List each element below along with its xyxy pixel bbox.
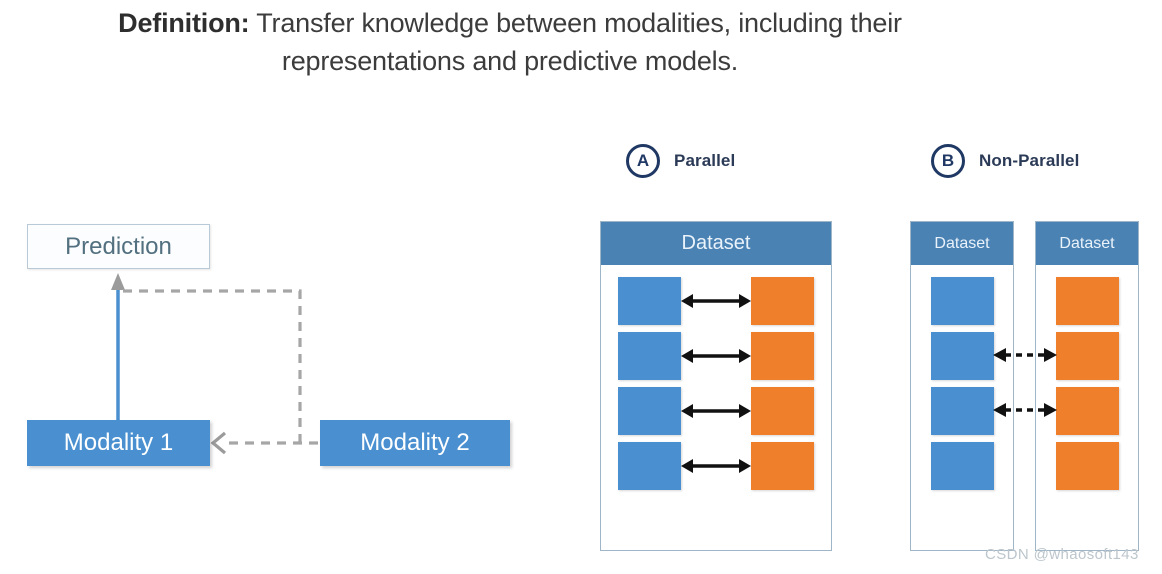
modality-2-box: Modality 2	[320, 420, 510, 466]
panel-a-right-cell	[751, 387, 814, 435]
panel-a-right-cell	[751, 332, 814, 380]
panel-a-left-cell	[618, 332, 681, 380]
panel-a-header: A Parallel	[626, 135, 735, 187]
modality-transfer-diagram: Prediction Modality 1 Modality 2	[0, 130, 560, 510]
panel-b-left-cell	[930, 277, 994, 325]
panel-a-dataset-header: Dataset	[601, 222, 831, 265]
modality-1-label: Modality 1	[63, 429, 174, 456]
modality-1-box: Modality 1	[27, 420, 210, 466]
panel-a-link-solid	[681, 442, 751, 490]
panel-b-dataset-header-left: Dataset	[911, 222, 1013, 265]
panel-b-right-cell	[1055, 387, 1119, 435]
panel-b-left-cell	[930, 442, 994, 490]
panel-b-left-cells	[911, 265, 1013, 502]
title-lead: Definition:	[118, 8, 250, 38]
panel-b-dataset-column-left: Dataset	[910, 221, 1014, 551]
panel-a-right-cell	[751, 442, 814, 490]
panel-b-right-cell	[1055, 277, 1119, 325]
panel-a-link-solid	[681, 387, 751, 435]
modality-2-label: Modality 2	[360, 429, 470, 456]
panel-a-letter-badge: A	[626, 144, 660, 178]
panel-a-left-cell	[618, 277, 681, 325]
watermark: CSDN @whaosoft143	[985, 546, 1139, 563]
panel-a-parallel: A Parallel Dataset	[600, 135, 834, 555]
panel-b-dataset-header-right: Dataset	[1036, 222, 1138, 265]
panel-a-left-cell	[618, 387, 681, 435]
panel-a-right-cell	[751, 277, 814, 325]
panel-a-link-solid	[681, 332, 751, 380]
panel-a-row	[618, 442, 814, 490]
panel-b-dataset-column-right: Dataset	[1035, 221, 1139, 551]
panel-a-row	[618, 332, 814, 380]
title-line-1: Definition: Transfer knowledge between m…	[0, 4, 1020, 42]
panel-b-right-cell	[1055, 442, 1119, 490]
panel-a-dataset-column: Dataset	[600, 221, 832, 551]
panel-b-left-cell	[930, 387, 994, 435]
panel-b-right-cell	[1055, 332, 1119, 380]
arrow-modality2-to-modality1	[210, 431, 318, 455]
panel-a-link-solid	[681, 277, 751, 325]
panel-a-left-cell	[618, 442, 681, 490]
panel-a-row	[618, 277, 814, 325]
title-line-2: representations and predictive models.	[281, 46, 739, 77]
panel-a-rows	[601, 265, 831, 502]
prediction-box: Prediction	[27, 224, 210, 269]
panel-b-left-cell	[930, 332, 994, 380]
panel-b-title: Non-Parallel	[979, 151, 1080, 170]
title-line-1-rest: Transfer knowledge between modalities, i…	[249, 8, 902, 38]
panel-b-header: B Non-Parallel	[931, 135, 1079, 187]
panel-b-non-parallel: B Non-Parallel Dataset Dataset	[905, 135, 1145, 555]
arrow-modality1-to-prediction	[111, 273, 125, 420]
panel-a-row	[618, 387, 814, 435]
panel-a-title: Parallel	[674, 151, 736, 170]
definition-title: Definition: Transfer knowledge between m…	[0, 4, 1020, 81]
prediction-label: Prediction	[65, 232, 172, 260]
panel-b-right-cells	[1036, 265, 1138, 502]
panel-b-letter-badge: B	[931, 144, 965, 178]
